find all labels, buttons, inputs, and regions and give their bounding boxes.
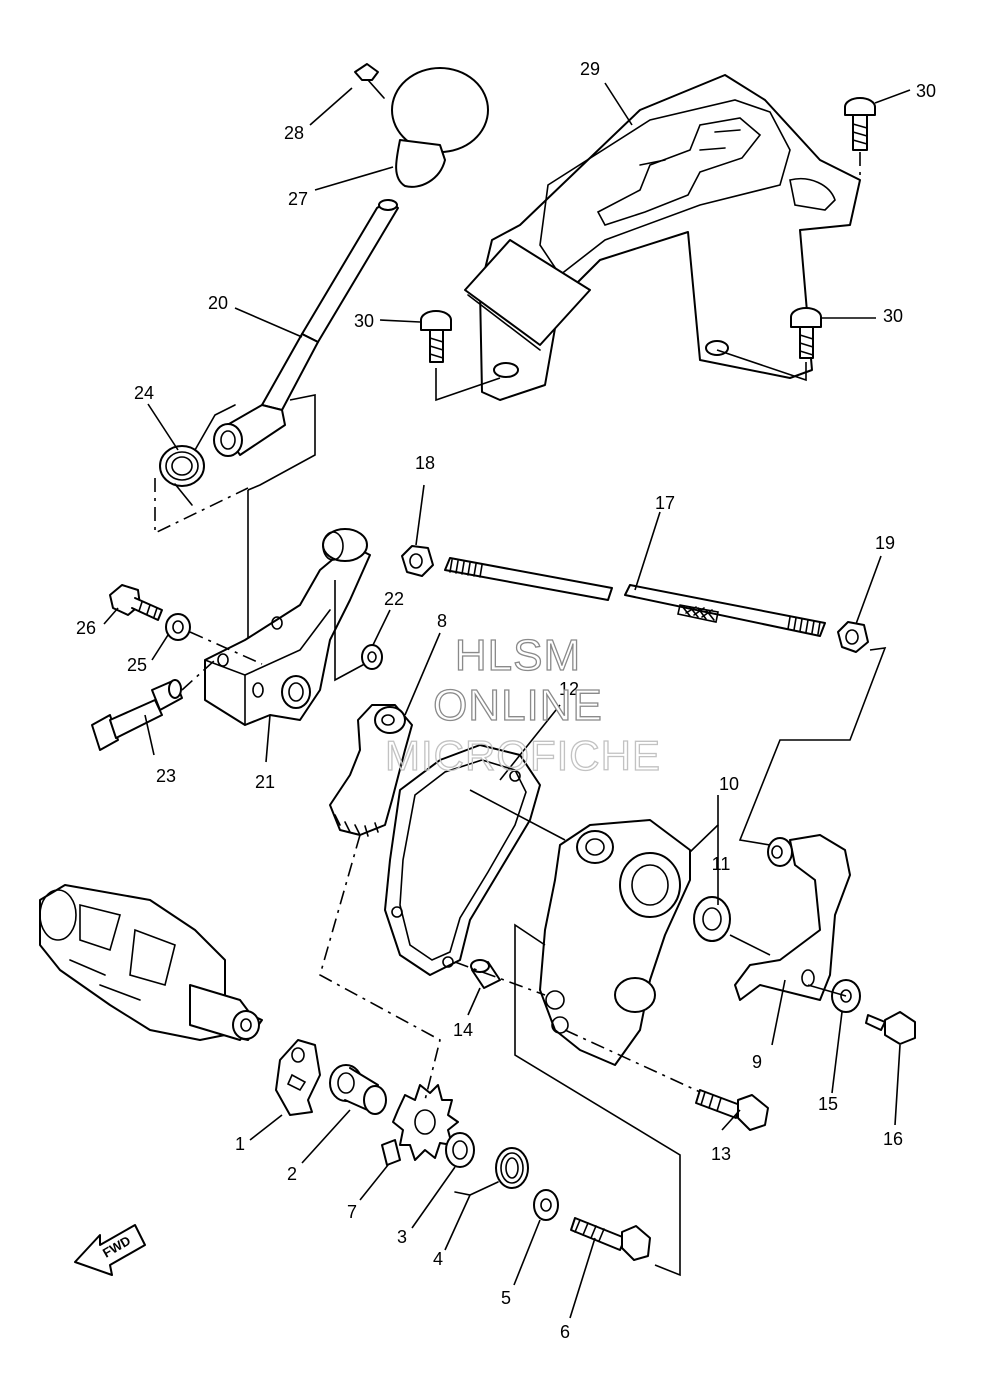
bolt-30-right: [790, 307, 822, 359]
watermark-line-2: ONLINE: [433, 681, 603, 730]
callout-19: 19: [875, 533, 895, 553]
washer-5: [533, 1189, 559, 1221]
callout-23: 23: [156, 766, 176, 786]
shift-lever: [213, 199, 399, 457]
knob-screw: [354, 63, 385, 99]
torsion-spring: [159, 404, 236, 506]
star-gear: [381, 1084, 459, 1166]
shift-gate-cover: [464, 74, 861, 401]
washer-25: [165, 613, 191, 641]
callout-4: 4: [433, 1249, 443, 1269]
callouts: 1 2 3 4 5 6 7 8 9 10 11 12 13 14 15 16 1…: [76, 59, 936, 1342]
callout-30-left: 30: [354, 311, 374, 331]
callout-27: 27: [288, 189, 308, 209]
callout-16: 16: [883, 1129, 903, 1149]
callout-3: 3: [397, 1227, 407, 1247]
callout-30-right: 30: [883, 306, 903, 326]
gear-segment: [329, 704, 413, 837]
callout-13: 13: [711, 1144, 731, 1164]
shift-drum: [39, 884, 263, 1041]
leader-lines: [103, 82, 911, 1319]
bolt-26: [109, 584, 163, 621]
callout-20: 20: [208, 293, 228, 313]
nut-18: [401, 545, 434, 577]
callout-6: 6: [560, 1322, 570, 1342]
nut-19: [837, 621, 869, 653]
callout-7: 7: [347, 1202, 357, 1222]
shift-arm: [734, 834, 851, 1001]
shift-arm-bracket: [204, 528, 371, 726]
bolt-13: [695, 1089, 769, 1131]
callout-15: 15: [818, 1094, 838, 1114]
watermark-line-1: HLSM: [455, 631, 581, 680]
shift-knob: [391, 67, 489, 188]
callout-22: 22: [384, 589, 404, 609]
watermark-line-3: MICROFICHE: [385, 732, 661, 779]
callout-24: 24: [134, 383, 154, 403]
callout-29: 29: [580, 59, 600, 79]
callout-25: 25: [127, 655, 147, 675]
callout-21: 21: [255, 772, 275, 792]
shift-rod: [444, 557, 826, 637]
watermark: HLSM ONLINE MICROFICHE: [384, 630, 661, 779]
callout-10: 10: [719, 774, 739, 794]
callout-1: 1: [235, 1134, 245, 1154]
callout-8: 8: [437, 611, 447, 631]
stopper-plate: [275, 1039, 321, 1116]
oil-seal: [693, 896, 731, 942]
callout-18: 18: [415, 453, 435, 473]
washer-3: [445, 1132, 475, 1168]
callout-30-top: 30: [916, 81, 936, 101]
bolt-6: [570, 1217, 651, 1261]
callout-17: 17: [655, 493, 675, 513]
callout-2: 2: [287, 1164, 297, 1184]
shift-cover: [539, 819, 691, 1066]
collar: [329, 1064, 387, 1115]
callout-26: 26: [76, 618, 96, 638]
washer-22: [361, 644, 383, 670]
callout-5: 5: [501, 1288, 511, 1308]
callout-28: 28: [284, 123, 304, 143]
shoulder-bolt: [91, 679, 183, 751]
callout-14: 14: [453, 1020, 473, 1040]
callout-9: 9: [752, 1052, 762, 1072]
bolt-30-left: [420, 310, 452, 363]
gasket: [384, 744, 541, 976]
fwd-arrow-icon: FWD: [74, 1224, 146, 1276]
callout-12: 12: [559, 679, 579, 699]
bolt-16: [865, 1011, 916, 1045]
callout-11: 11: [712, 854, 731, 874]
bolt-30-top: [844, 97, 876, 151]
